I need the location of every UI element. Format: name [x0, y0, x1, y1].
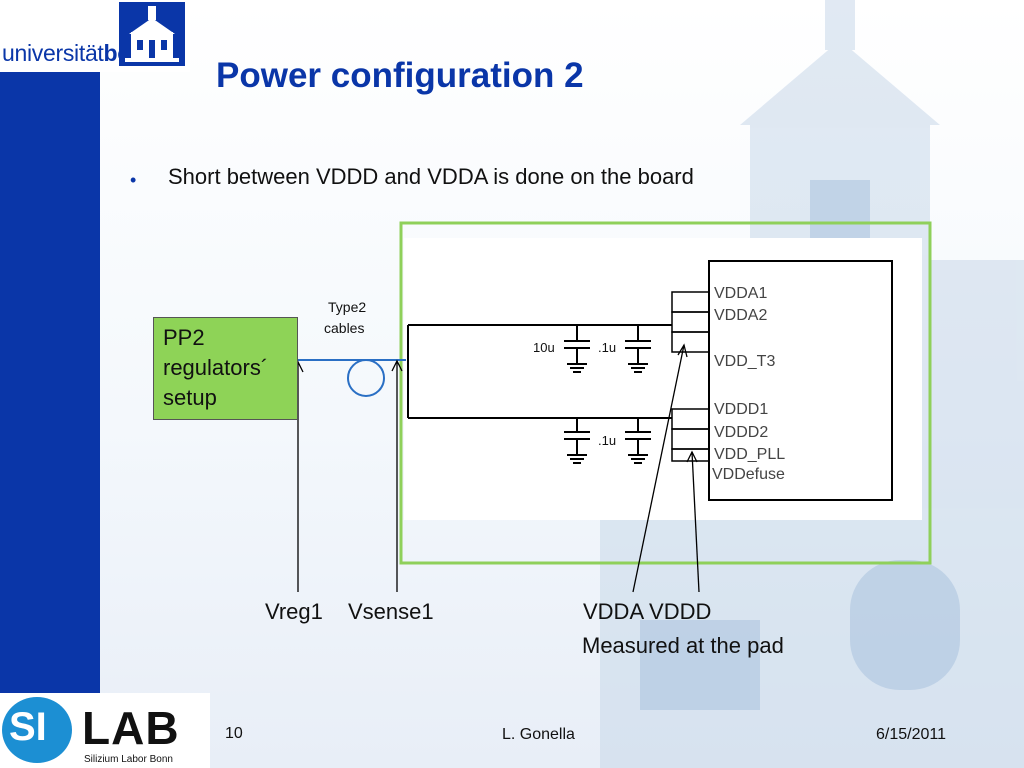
silab-circle-icon: [2, 697, 72, 763]
slide-title: Power configuration 2: [216, 56, 584, 95]
pp2-regulator-box: [153, 317, 298, 420]
pp2-label-line1: PP2: [163, 325, 205, 350]
arrow-vsense1: [391, 359, 403, 592]
footer-page-number: 10: [225, 725, 243, 742]
bullet-marker: •: [130, 170, 137, 190]
silab-logo: SI LAB Silizium Labor Bonn: [0, 693, 210, 768]
label-vdda-vddd: VDDA VDDD: [583, 599, 712, 624]
university-bonn-logo: universitätbonn: [0, 0, 190, 72]
pp2-regulator-label: PP2 regulators´ setup: [163, 323, 303, 413]
cable-circle: [347, 359, 385, 397]
pin-label-vdd-pll: VDD_PLL: [714, 446, 785, 463]
pin-label-vdda1: VDDA1: [714, 285, 767, 302]
arrow-vddd: [686, 450, 700, 593]
cap-label-1u-bottom: .1u: [598, 433, 616, 448]
footer-date: 6/15/2011: [876, 726, 946, 743]
silab-lab-text: LAB: [82, 702, 180, 754]
capacitor-bottom-left: [564, 418, 590, 464]
capacitor-1u-bottom: [625, 418, 651, 464]
pin-label-vddefuse: VDDefuse: [712, 466, 785, 483]
capacitor-10u: [564, 325, 590, 373]
footer-author: L. Gonella: [502, 726, 575, 743]
silab-si-text: SI: [9, 705, 47, 749]
cable-label-line1: Type2: [328, 299, 366, 315]
pin-label-vdda2: VDDA2: [714, 307, 767, 324]
chip-outline: [708, 260, 893, 501]
capacitor-1u-top: [625, 325, 651, 373]
pp2-label-line3: setup: [163, 385, 217, 410]
label-vreg1: Vreg1: [265, 599, 323, 624]
pin-label-vddd2: VDDD2: [714, 424, 768, 441]
cable-label-line2: cables: [324, 320, 364, 336]
cap-label-1u-top: .1u: [598, 340, 616, 355]
university-emblem-icon: [119, 2, 185, 66]
arrow-vdda: [632, 343, 688, 593]
cap-label-10u: 10u: [533, 340, 555, 355]
pp2-label-line2: regulators´: [163, 355, 269, 380]
label-vsense1: Vsense1: [348, 599, 434, 624]
pin-label-vddd1: VDDD1: [714, 401, 768, 418]
silab-subtitle: Silizium Labor Bonn: [84, 754, 173, 765]
board-frame: [399, 221, 932, 565]
label-measured-at-pad: Measured at the pad: [582, 633, 784, 658]
bullet-text: Short between VDDD and VDDA is done on t…: [168, 164, 694, 189]
left-side-bar: [0, 0, 100, 693]
pin-label-vdd-t3: VDD_T3: [714, 353, 775, 370]
